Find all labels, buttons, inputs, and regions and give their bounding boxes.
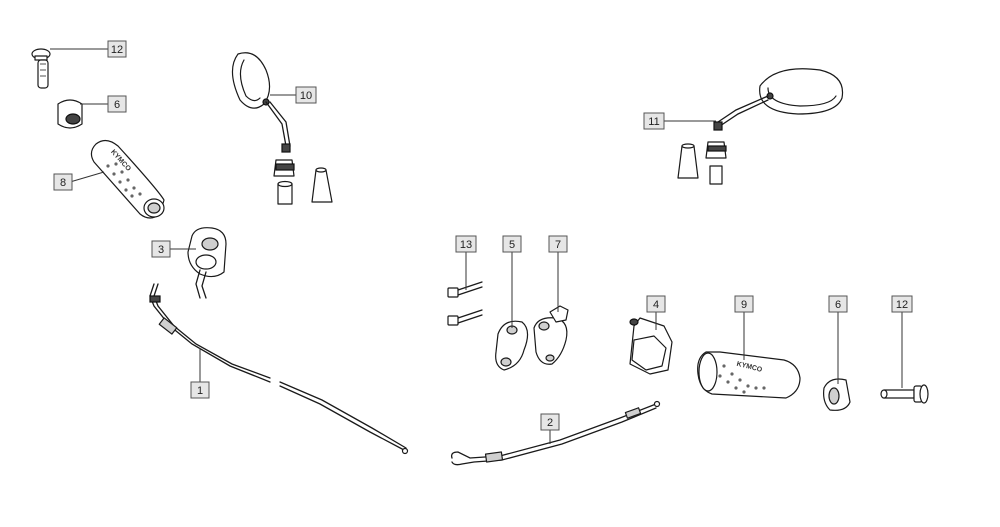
callout-number: 5 <box>509 239 515 251</box>
callout-9: 9 <box>734 295 754 313</box>
callout-4: 4 <box>646 295 666 313</box>
callout-number: 8 <box>60 177 66 189</box>
throttle-cable-part-1 <box>149 283 409 455</box>
bolt-part-12-left <box>31 48 51 89</box>
clamp-part-7 <box>533 305 569 365</box>
callout-10: 10 <box>295 86 317 104</box>
leader-lines <box>50 48 903 444</box>
callout-12-left: 12 <box>107 40 127 58</box>
callout-3: 3 <box>151 240 171 258</box>
callout-number: 12 <box>896 299 908 311</box>
mirror-part-11-right <box>677 68 844 185</box>
callout-13: 13 <box>455 235 477 253</box>
bar-end-weight-part-6-right <box>823 378 851 411</box>
callout-number: 6 <box>835 299 841 311</box>
brake-cable-part-2 <box>450 400 661 466</box>
callout-number: 6 <box>114 99 120 111</box>
callout-number: 13 <box>460 239 472 251</box>
handlebar-grip-part-9-right: KYMCO <box>697 351 801 399</box>
callout-number: 1 <box>197 385 203 397</box>
callout-12-right: 12 <box>891 295 913 313</box>
callout-5: 5 <box>502 235 522 253</box>
throttle-housing-part-3 <box>187 227 227 299</box>
callout-number: 9 <box>741 299 747 311</box>
bolts-part-13 <box>447 281 483 326</box>
callout-number: 7 <box>555 239 561 251</box>
bolt-part-12-right <box>880 384 929 404</box>
mirror-part-10-left <box>231 52 333 205</box>
callout-2: 2 <box>540 413 560 431</box>
callout-11: 11 <box>643 112 665 130</box>
callout-number: 12 <box>111 44 123 56</box>
callout-8: 8 <box>53 173 73 191</box>
bar-end-weight-part-6-left <box>57 99 83 129</box>
clamp-part-5 <box>495 320 529 371</box>
callout-number: 4 <box>653 299 659 311</box>
callout-number: 3 <box>158 244 164 256</box>
callout-6-left: 6 <box>107 95 127 113</box>
callout-number: 11 <box>648 116 659 128</box>
callout-7: 7 <box>548 235 568 253</box>
handlebar-grip-part-8-left: KYMCO <box>90 139 165 219</box>
callout-number: 10 <box>300 90 312 102</box>
callout-number: 2 <box>547 417 553 429</box>
switch-housing-part-4 <box>629 317 673 375</box>
callout-6-right: 6 <box>828 295 848 313</box>
callout-1: 1 <box>190 381 210 399</box>
